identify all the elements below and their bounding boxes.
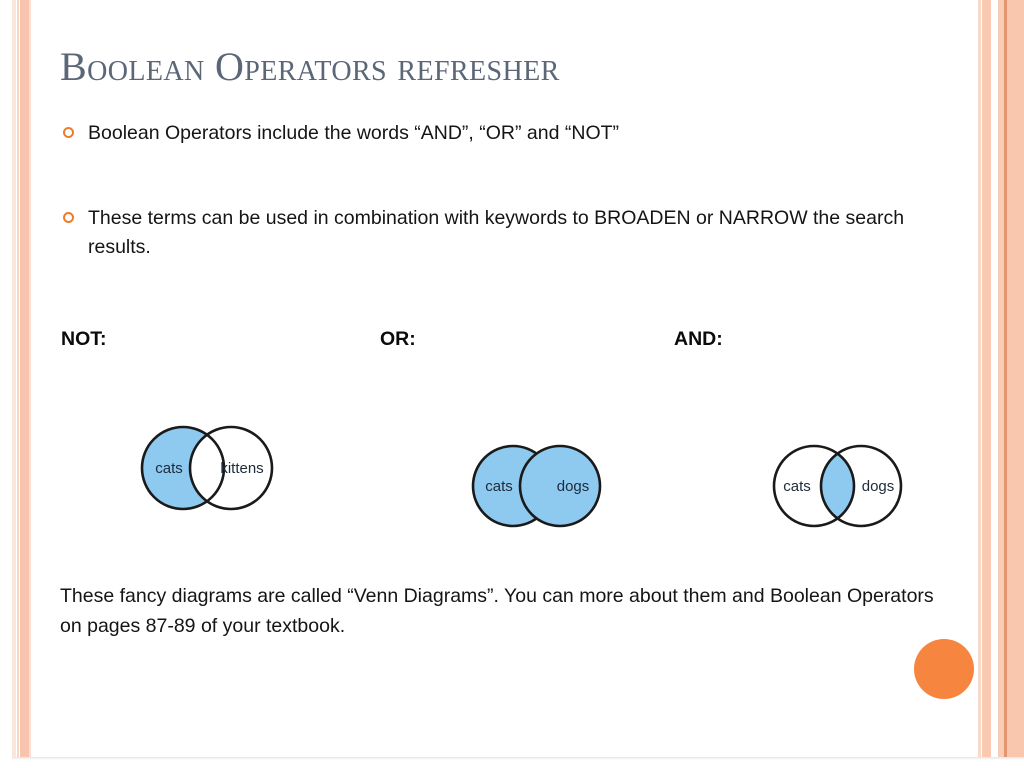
venn-and-right-circle [819,444,903,528]
venn-and-intersection [821,446,854,526]
venn-diagram-or: cats dogs [463,437,618,535]
venn-and-left-circle [772,444,856,528]
venn-and-svg: cats dogs [772,444,903,528]
right-edge-stripe-2 [982,0,991,757]
venn-not-left-circle [140,425,226,511]
venn-not-right-circle [188,425,274,511]
left-edge-stripe-3 [20,0,29,757]
right-edge-stripe-3 [991,0,998,757]
bullet-item-1-text: Boolean Operators include the words “AND… [88,122,620,144]
venn-or-right-label: dogs [557,478,590,495]
venn-not-svg: cats kittens [140,425,274,511]
venn-diagram-not: cats kittens [130,418,290,518]
venn-diagram-and: cats dogs [764,437,919,535]
operator-label-not: NOT: [61,328,107,350]
venn-not-right-label: kittens [220,460,263,477]
closing-paragraph: These fancy diagrams are called “Venn Di… [60,585,934,637]
bullet-item-2-text: These terms can be used in combination w… [88,207,905,258]
accent-circle-decoration [914,639,974,699]
venn-and-left-label: cats [783,478,811,495]
venn-or-right-circle [518,444,602,528]
right-edge-stripe-4 [998,0,1004,757]
operator-label-or: OR: [380,328,416,350]
ring-bullet-icon [63,212,74,223]
bullet-item-1: Boolean Operators include the words “AND… [63,119,933,148]
page-title: Boolean Operators refresher [60,44,560,89]
slide-bottom-shadow [12,757,1024,760]
venn-not-left-fill [142,427,224,509]
venn-not-left-label: cats [155,460,183,477]
ring-bullet-icon [63,127,74,138]
right-edge-stripe-5 [1004,0,1007,757]
left-edge-stripe-1 [12,0,16,757]
right-edge-stripe-6 [1007,0,1024,757]
right-edge-stripe-1 [978,0,981,757]
venn-or-svg: cats dogs [471,444,602,528]
bullet-item-2: These terms can be used in combination w… [63,204,943,262]
venn-and-right-label: dogs [862,478,895,495]
left-edge-stripe-4 [29,0,31,757]
operator-label-and: AND: [674,328,723,350]
venn-or-left-label: cats [485,478,513,495]
left-edge-stripe-2 [17,0,19,757]
